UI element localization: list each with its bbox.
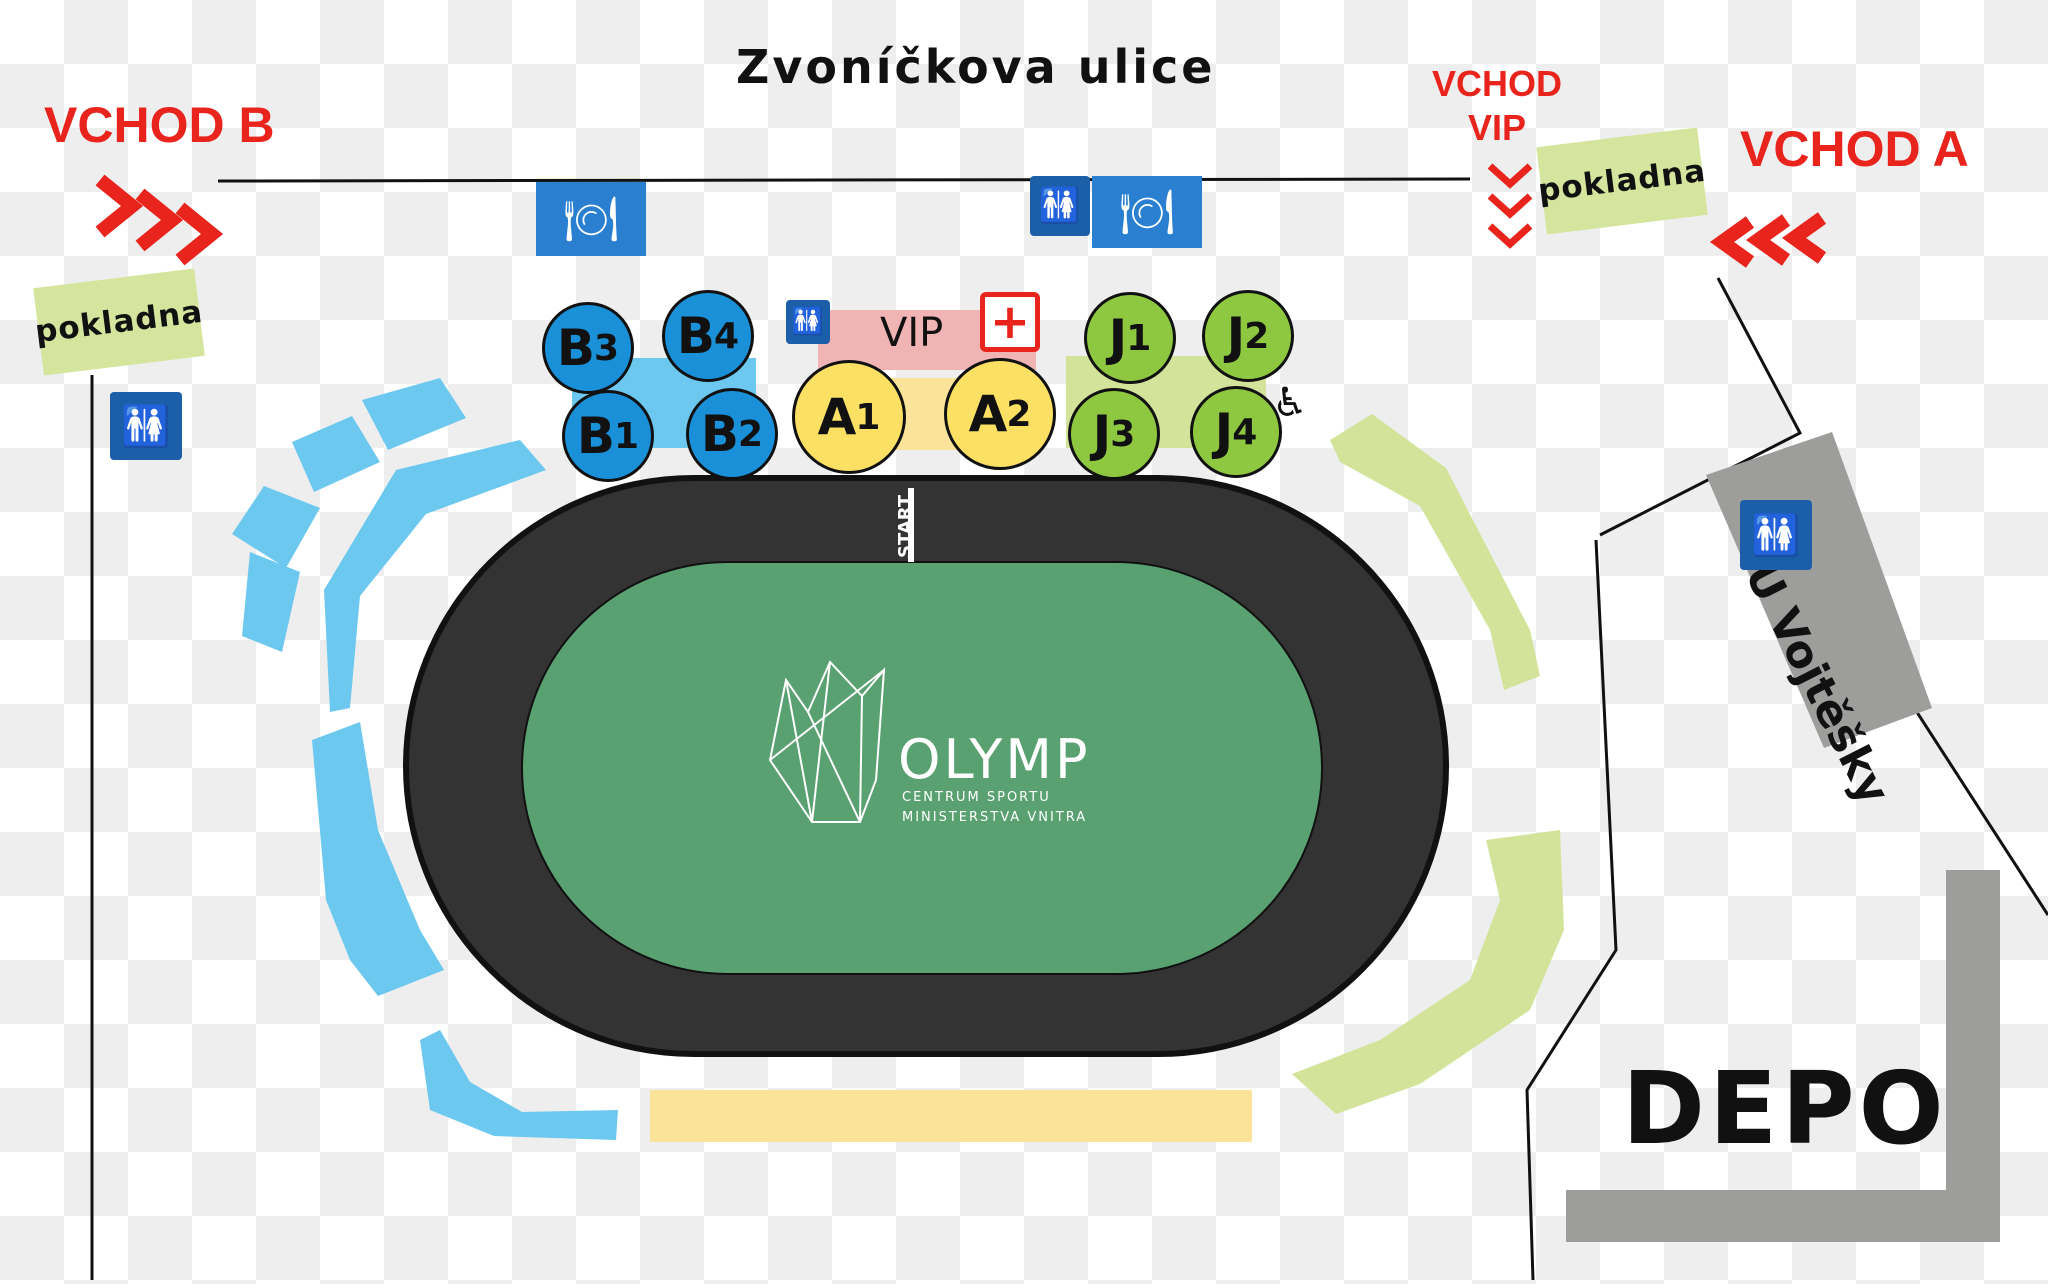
restroom-icon: 🚻 (1030, 176, 1090, 236)
sector-number: 1 (614, 415, 640, 457)
venue-subtitle-line1: CENTRUM SPORTU (902, 790, 1051, 805)
restaurant-icon: 🍽 (536, 182, 646, 256)
sector-letter: B (700, 405, 739, 463)
restroom-icon: 🚻 (1740, 500, 1812, 570)
east-fence-line-upper (1599, 277, 1803, 537)
arrow-icon (1781, 212, 1827, 264)
sector-number: 2 (738, 413, 764, 455)
sector-number: 4 (1232, 411, 1258, 453)
sector-number: 3 (1110, 413, 1136, 455)
sector-letter: J (1214, 403, 1234, 461)
sector-number: 1 (1126, 317, 1152, 359)
ticket-office-label: pokladna (1536, 152, 1708, 210)
sector-letter: A (968, 385, 1008, 443)
blue-stand-block (292, 416, 380, 492)
sector-letter: B (556, 319, 595, 377)
blue-stand-block (242, 552, 300, 652)
arrow-icon (95, 174, 144, 238)
arrow-icon (1487, 163, 1533, 189)
blue-stand-block (362, 378, 466, 450)
green-stand-block (1292, 830, 1564, 1114)
restaurant-icon: 🍽 (1092, 176, 1202, 248)
arrow-icon (1487, 223, 1533, 249)
sector-number: 1 (855, 396, 881, 438)
north-fence-line (217, 177, 1471, 183)
street-name-top: Zvoníčkova ulice (736, 40, 1216, 94)
arrow-icon (1709, 216, 1755, 268)
arrow-icon (175, 202, 224, 266)
sector-number: 4 (714, 315, 740, 357)
sector-number: 3 (594, 327, 620, 369)
blue-stand-block (312, 722, 444, 996)
entrance-a-label: VCHOD A (1740, 121, 1969, 177)
sector-letter: J (1226, 307, 1246, 365)
arrow-icon (1487, 193, 1533, 219)
entrance-vip-label: VCHOD VIP (1432, 63, 1563, 148)
boundary-lines (90, 177, 2048, 1281)
arrows (95, 174, 1827, 268)
blue-stand-block (420, 1030, 618, 1140)
entrance-b-label: VCHOD B (44, 97, 275, 153)
yellow-south-stand (650, 1090, 1252, 1142)
first-aid-icon: + (980, 292, 1040, 352)
east-fence-line-lower (1525, 539, 1618, 1281)
venue-subtitle-line2: MINISTERSTVA VNITRA (902, 810, 1088, 825)
blue-stand-block (232, 486, 320, 568)
vip-label: VIP (880, 310, 944, 356)
sector-letter: A (817, 388, 857, 446)
green-stand-block (1330, 414, 1540, 690)
sector-letter: J (1092, 405, 1112, 463)
sector-letter: B (676, 307, 715, 365)
blue-stand-block (324, 440, 546, 712)
depot-area (1566, 870, 2000, 1242)
start-line (908, 488, 914, 562)
ticket-office-label: pokladna (33, 293, 205, 351)
olymp-logo-crystal (768, 660, 886, 823)
arrow-icon (1745, 214, 1791, 266)
blue-stands (232, 378, 618, 1140)
start-label: START (895, 494, 916, 558)
sector-letter: J (1108, 309, 1128, 367)
depot-label: DEPO (1622, 1050, 1948, 1167)
venue-name: OLYMP (898, 728, 1091, 791)
vip-arrows (1487, 163, 1533, 249)
restroom-icon: 🚻 (786, 300, 830, 344)
green-stands (1292, 414, 1564, 1114)
sector-letter: B (576, 407, 615, 465)
restroom-icon: 🚻 (110, 392, 182, 460)
arrow-icon (135, 188, 184, 252)
sector-number: 2 (1006, 393, 1032, 435)
infield (521, 561, 1323, 975)
sector-number: 2 (1244, 315, 1270, 357)
